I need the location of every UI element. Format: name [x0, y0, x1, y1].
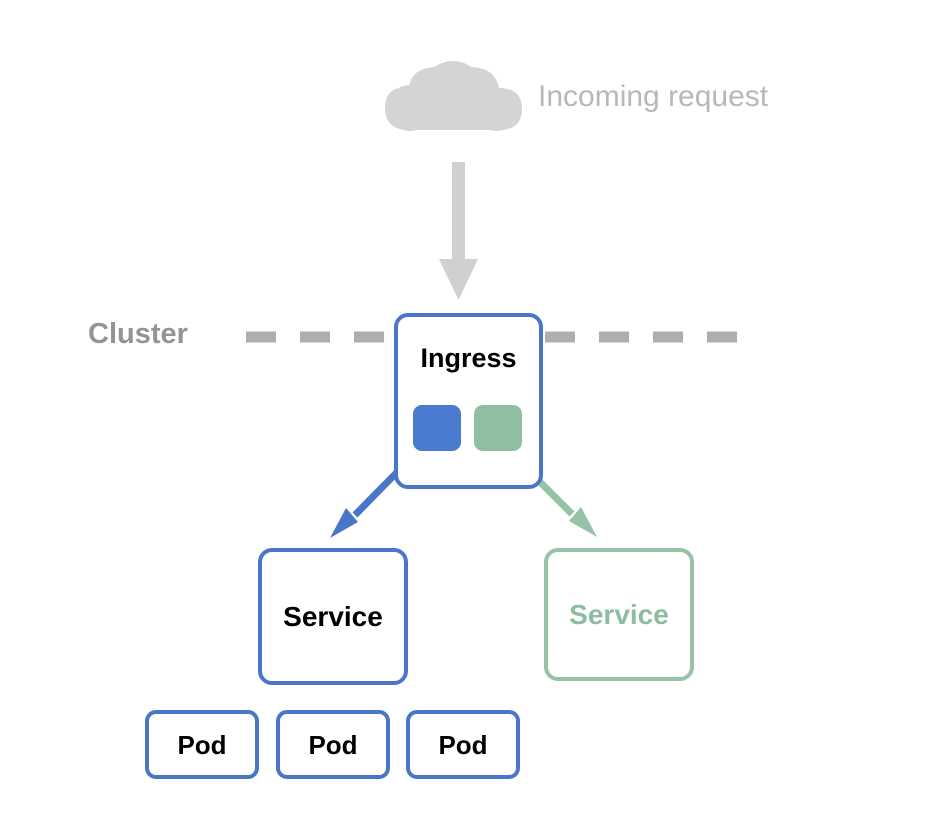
cloud-icon: [385, 61, 522, 131]
blue-route-chip: [413, 405, 461, 451]
service-node-blue[interactable]: Service: [258, 548, 408, 685]
ingress-node[interactable]: Ingress: [394, 313, 543, 489]
ingress-label: Ingress: [420, 343, 517, 373]
service-blue-label: Service: [283, 600, 383, 632]
service-green-label: Service: [569, 598, 669, 630]
pod-label-1: Pod: [177, 729, 227, 760]
green-route-chip: [474, 405, 522, 451]
pod-label-3: Pod: [438, 729, 488, 760]
incoming-request-label: Incoming request: [538, 80, 769, 113]
incoming-request-arrow: [439, 162, 478, 300]
cluster-label: Cluster: [88, 318, 188, 350]
pod-node-2[interactable]: Pod: [276, 710, 390, 779]
pod-node-1[interactable]: Pod: [145, 710, 259, 779]
pod-node-3[interactable]: Pod: [406, 710, 520, 779]
pod-label-2: Pod: [308, 729, 358, 760]
service-node-green[interactable]: Service: [544, 548, 694, 681]
